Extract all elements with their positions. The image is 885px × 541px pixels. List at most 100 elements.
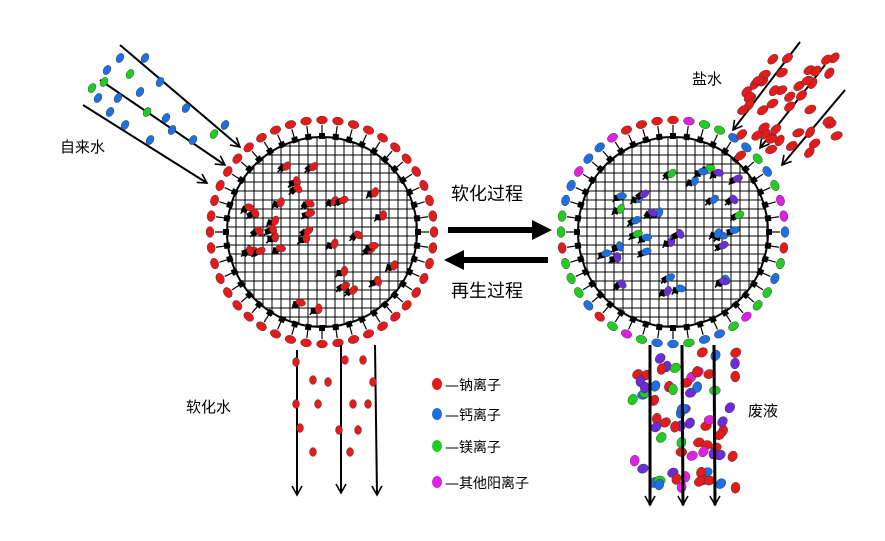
ion (349, 285, 358, 295)
ion (295, 298, 306, 307)
legend-swatch-other-cations (432, 476, 442, 488)
ion (621, 125, 632, 135)
ion (223, 166, 233, 177)
ion (732, 174, 743, 183)
ion (752, 75, 765, 85)
ion (135, 87, 145, 97)
ion (243, 311, 254, 322)
ion (714, 125, 725, 135)
regeneration-arrow (444, 250, 548, 270)
ion (667, 168, 677, 179)
ion (616, 203, 625, 214)
ion (254, 226, 264, 236)
ion (296, 423, 304, 433)
ion (821, 54, 833, 65)
soft-water-outflow (291, 344, 383, 497)
ion (574, 287, 584, 298)
ion (324, 377, 332, 387)
ion (377, 133, 388, 143)
ion (696, 347, 708, 358)
ion (275, 244, 286, 253)
ion (632, 230, 643, 238)
ion (140, 53, 150, 63)
ion (302, 232, 311, 244)
ion (557, 242, 567, 254)
ion (309, 375, 317, 385)
ion (155, 77, 165, 87)
ion (668, 383, 678, 396)
ion (300, 116, 312, 126)
legend-label-sodium: —钠离子 (445, 377, 501, 394)
ion (210, 194, 219, 207)
ion (428, 242, 438, 254)
legend-item-other-cations: —其他阳离子 (432, 475, 529, 492)
ion (730, 370, 740, 383)
ion (215, 180, 225, 191)
label-regeneration-process: 再生过程 (451, 281, 523, 302)
ion (210, 257, 219, 270)
ion (309, 162, 319, 172)
ion (347, 335, 360, 344)
ion (125, 69, 135, 79)
ion (316, 115, 328, 125)
ion (314, 399, 322, 409)
ion (341, 355, 349, 365)
ion (667, 115, 679, 125)
ion (663, 286, 672, 297)
ion (830, 131, 843, 141)
ion (561, 257, 570, 270)
ion (574, 166, 584, 177)
ion (359, 355, 367, 365)
ion (762, 166, 772, 177)
ion (338, 195, 349, 205)
ion (629, 454, 640, 467)
ion (293, 184, 303, 194)
ion (776, 194, 785, 207)
ion (304, 199, 315, 208)
ion (631, 216, 642, 225)
ion (654, 478, 665, 491)
ion (292, 399, 300, 409)
legend-item-magnesium: —镁离子 (432, 439, 501, 456)
ion (768, 85, 780, 97)
label-soft-water: 软化水 (186, 398, 231, 416)
ion (737, 105, 749, 115)
ion (714, 329, 725, 339)
ion (676, 228, 685, 239)
waste-liquid-outflow (627, 344, 742, 507)
ion (401, 300, 412, 311)
ion (347, 120, 360, 129)
ion (727, 450, 738, 462)
ion (244, 203, 255, 212)
ion (651, 338, 663, 348)
ion (390, 142, 401, 153)
ion (741, 142, 752, 153)
label-tap-water: 自来水 (60, 138, 105, 156)
ion (637, 463, 649, 474)
ion (765, 134, 778, 144)
ion (354, 425, 362, 435)
ion (363, 329, 374, 339)
resin-bead-left (205, 115, 439, 349)
ion (784, 91, 796, 102)
ion (669, 362, 681, 373)
ion (607, 321, 618, 331)
ion (635, 120, 648, 129)
ion (346, 447, 354, 457)
ion (616, 241, 624, 252)
ion (145, 135, 155, 145)
ion (741, 311, 752, 322)
ion (161, 113, 171, 123)
ion (805, 126, 815, 138)
ion (718, 241, 729, 250)
ion (120, 120, 130, 130)
ion (223, 287, 233, 298)
ion (246, 245, 254, 256)
ion (205, 226, 215, 238)
ion (650, 421, 662, 433)
ion (752, 300, 763, 311)
ion (87, 83, 97, 93)
ion (692, 381, 702, 393)
ion (368, 241, 379, 250)
ion (206, 242, 216, 254)
